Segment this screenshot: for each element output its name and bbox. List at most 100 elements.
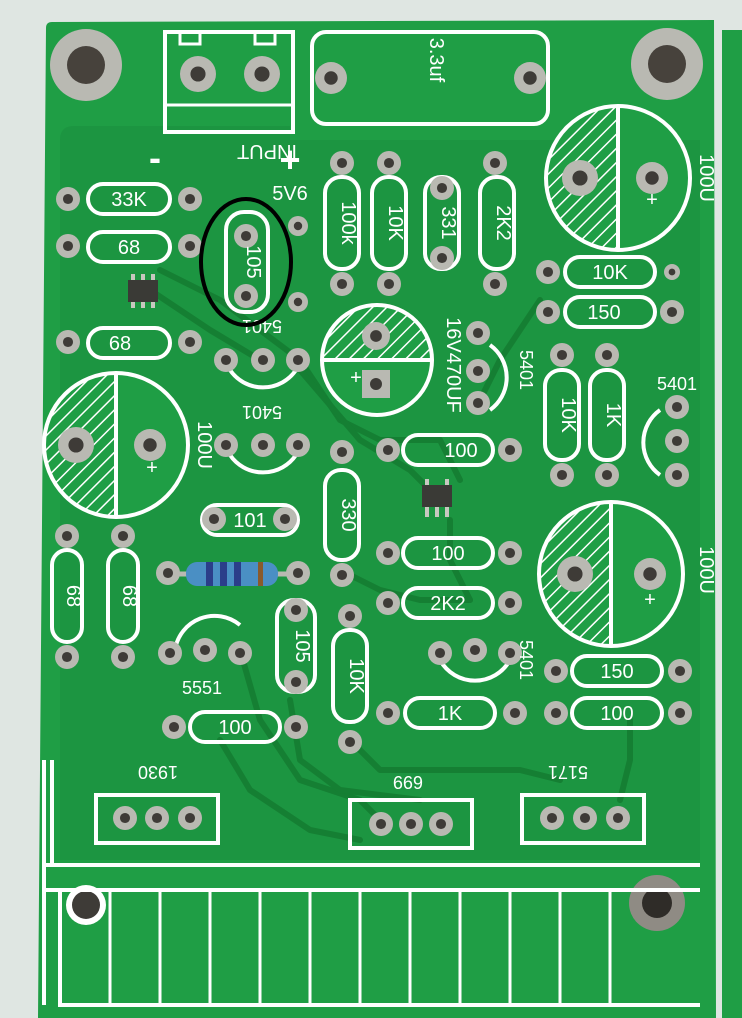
pad-hole xyxy=(383,157,395,169)
pad-hole xyxy=(117,651,129,663)
pad-hole xyxy=(671,401,683,413)
pad-hole xyxy=(292,439,304,451)
label-r-100-c: 100 xyxy=(600,703,633,725)
heatsink-outline xyxy=(42,760,700,1007)
label-r-330: 330 xyxy=(337,498,359,531)
pad-hole xyxy=(579,812,591,824)
pad-hole xyxy=(674,707,686,719)
pad-hole xyxy=(504,597,516,609)
pad-hole xyxy=(504,647,516,659)
film-capacitor-outline xyxy=(310,30,550,126)
pad-hole xyxy=(556,469,568,481)
pad-hole xyxy=(550,665,562,677)
copper-traces xyxy=(147,267,633,843)
pad-hole xyxy=(435,818,447,830)
pad-hole xyxy=(509,707,521,719)
pad-hole xyxy=(671,469,683,481)
pad-hole xyxy=(162,567,174,579)
label-r-2k2-top: 2K2 xyxy=(492,205,514,241)
solder-pads xyxy=(55,56,692,836)
pad-hole xyxy=(472,327,484,339)
label-r-100k: 100k xyxy=(337,201,359,245)
pad-hole xyxy=(567,566,583,582)
cap-470uf xyxy=(320,303,434,417)
pad-hole xyxy=(190,66,206,82)
adjacent-board-edge xyxy=(722,30,742,1018)
pad-hole xyxy=(546,812,558,824)
label-r-68-mid: 68 xyxy=(109,333,131,355)
pad-hole xyxy=(550,707,562,719)
pad-hole xyxy=(143,438,157,452)
pad-hole xyxy=(601,469,613,481)
pad-hole xyxy=(324,71,338,85)
pad-hole xyxy=(279,513,291,525)
label-r-68-l2: 68 xyxy=(118,585,140,607)
pad-hole xyxy=(504,444,516,456)
label-cap-470: 16V470UF xyxy=(442,317,464,413)
label-c-105-top: 105 xyxy=(242,245,264,278)
label-plus: + xyxy=(279,139,300,180)
label-q-699: 699 xyxy=(393,772,423,792)
pad-hole xyxy=(290,604,302,616)
pad-hole xyxy=(542,266,554,278)
pad-hole xyxy=(257,354,269,366)
pad-hole xyxy=(336,569,348,581)
pad-hole xyxy=(184,812,196,824)
label-q-5401-e: 5401 xyxy=(516,640,536,680)
pad-hole xyxy=(240,290,252,302)
label-minus: - xyxy=(149,137,161,178)
pad-hole xyxy=(119,812,131,824)
axial-resistor xyxy=(166,562,302,586)
label-r-100-d: 100 xyxy=(218,717,251,739)
pad-hole xyxy=(61,530,73,542)
pad-hole xyxy=(436,252,448,264)
pad-hole xyxy=(336,278,348,290)
label-q-5401-a: 5401 xyxy=(242,316,282,336)
pad-hole xyxy=(290,676,302,688)
pad-hole xyxy=(61,651,73,663)
silkscreen-labels: INPUT - + 3.3uf 33K 68 68 5V6 105 100k 1… xyxy=(62,38,717,792)
pad-hole xyxy=(168,721,180,733)
pad-hole xyxy=(199,644,211,656)
pad-hole xyxy=(434,647,446,659)
smd-chips xyxy=(128,274,452,517)
label-q-1930: 1930 xyxy=(138,762,178,782)
label-cap-100u-r: 100U xyxy=(695,546,717,594)
pad-hole xyxy=(382,707,394,719)
pad-hole xyxy=(292,567,304,579)
pad-hole xyxy=(184,336,196,348)
label-plus-cap-tr: + xyxy=(646,189,658,211)
pad-hole xyxy=(240,230,252,242)
label-r-33k: 33K xyxy=(111,189,147,211)
pad-hole xyxy=(674,665,686,677)
pad-hole xyxy=(344,736,356,748)
pad-hole xyxy=(489,278,501,290)
pad-hole xyxy=(62,240,74,252)
pad-hole xyxy=(117,530,129,542)
pad-hole xyxy=(671,435,683,447)
pad-hole xyxy=(68,437,84,453)
pad-hole xyxy=(184,193,196,205)
pad-hole xyxy=(234,647,246,659)
pad-hole xyxy=(151,812,163,824)
label-r-1k-low: 1K xyxy=(438,703,463,725)
pad-hole xyxy=(504,547,516,559)
label-r-100-a: 100 xyxy=(444,440,477,462)
pad-hole xyxy=(293,297,303,307)
label-plus-cap-r: + xyxy=(644,589,656,611)
pad-hole xyxy=(382,597,394,609)
transistor-outlines xyxy=(94,343,662,850)
label-plus-cap-470: + xyxy=(350,367,362,389)
pad-hole xyxy=(666,306,678,318)
pad-hole xyxy=(489,157,501,169)
label-r-150-low: 150 xyxy=(600,661,633,683)
pad-hole xyxy=(344,610,356,622)
pad-hole xyxy=(62,336,74,348)
pad-hole xyxy=(292,354,304,366)
pad-hole xyxy=(601,349,613,361)
pad-hole xyxy=(220,439,232,451)
label-r-331: 331 xyxy=(437,206,459,239)
pad-hole xyxy=(405,818,417,830)
resistor-outlines xyxy=(50,175,664,744)
